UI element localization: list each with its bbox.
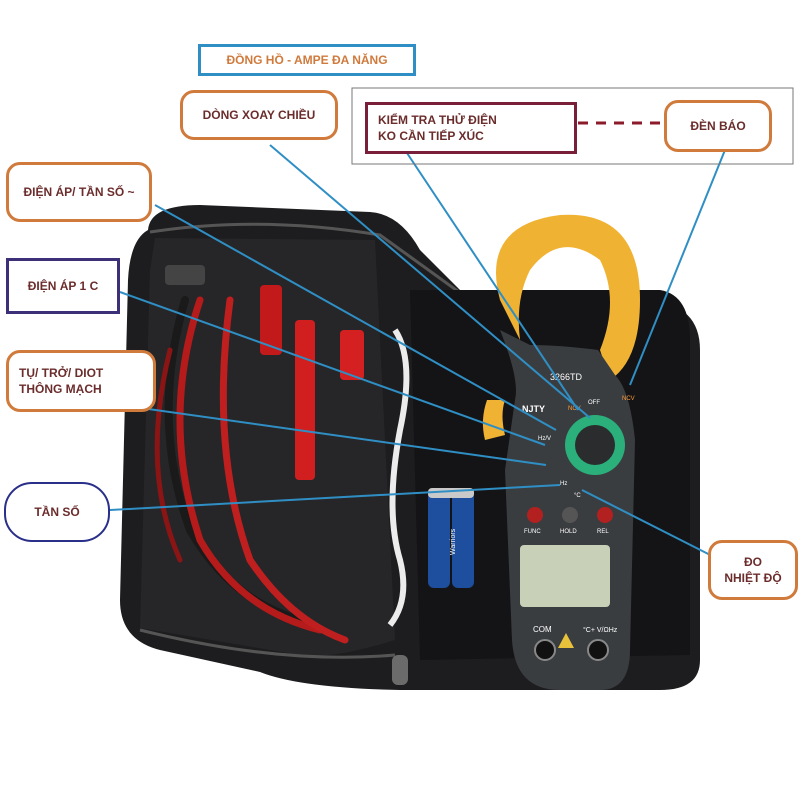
dial-mark-off: OFF — [588, 400, 600, 406]
callout-frequency: TẦN SỐ — [4, 482, 110, 542]
button-label-rel: REL — [597, 529, 609, 535]
callout-ac-current: DÒNG XOAY CHIỀU — [180, 90, 338, 140]
lcd-display — [520, 545, 610, 607]
port-label-vohm: °C+ V/ΩHz — [583, 626, 618, 634]
battery-1 — [428, 488, 450, 588]
dial-mark-ncv-led: NCV — [622, 396, 635, 402]
callout-capacitance: TỤ/ TRỞ/ DIOT THÔNG MẠCH — [6, 350, 156, 412]
indicator-label: ĐÈN BÁO — [690, 118, 746, 133]
callout-indicator: ĐÈN BÁO — [664, 100, 772, 152]
temperature-label-line2: NHIỆT ĐỘ — [724, 571, 782, 585]
thermocouple-wire — [387, 328, 410, 627]
button-label-func: FUNC — [524, 529, 541, 535]
callout-temperature: ĐO NHIỆT ĐỘ — [708, 540, 798, 600]
model-label: 3266TD — [550, 372, 583, 382]
banana-plug — [340, 330, 364, 380]
voltage-frequency-label: ĐIỆN ÁP/ TẦN SỐ ~ — [23, 184, 135, 199]
case-zipper — [139, 222, 471, 659]
capacitance-label-line2: THÔNG MẠCH — [19, 382, 102, 396]
button-label-hold: HOLD — [560, 529, 577, 535]
callout-voltage-frequency: ĐIỆN ÁP/ TẦN SỐ ~ — [6, 162, 152, 222]
capacitance-label-line1: TỤ/ TRỞ/ DIOT — [19, 365, 104, 380]
zipper-pull — [392, 655, 408, 685]
v-ohm-jack — [587, 639, 609, 661]
pointer-lines — [74, 144, 731, 566]
port-label-com: COM — [533, 625, 552, 634]
callout-ncv: KIỂM TRA THỬ ĐIỆN KO CẦN TIẾP XÚC — [365, 102, 577, 154]
probe-black-head — [165, 265, 205, 285]
dial-mark-hzv: Hz/V — [538, 436, 551, 442]
dial-mark-hz: Hz — [560, 481, 567, 487]
warning-icon — [558, 633, 574, 648]
hold-button — [562, 507, 578, 523]
temperature-label-line1: ĐO — [744, 554, 762, 569]
title-label: ĐỒNG HỒ - AMPE ĐA NĂNG — [226, 52, 388, 67]
com-jack — [534, 639, 556, 661]
callout-dc-voltage: ĐIỆN ÁP 1 C — [6, 258, 120, 314]
clamp-jaw — [496, 214, 640, 380]
battery-brand: Warriors — [450, 528, 457, 555]
test-leads — [154, 296, 349, 644]
ncv-group-frame — [351, 87, 794, 165]
ncv-label-line1: KIỂM TRA THỬ ĐIỆN — [378, 112, 497, 127]
frequency-label: TẦN SỐ — [34, 504, 80, 519]
probe-red-1 — [260, 285, 282, 355]
ac-current-label: DÒNG XOAY CHIỀU — [202, 107, 316, 122]
func-button — [527, 507, 543, 523]
ncv-label-line2: KO CẦN TIẾP XÚC — [378, 129, 484, 143]
rel-button — [597, 507, 613, 523]
brand-label: NJTY — [522, 404, 545, 414]
dc-voltage-label: ĐIỆN ÁP 1 C — [27, 278, 99, 293]
probe-red-2 — [295, 320, 315, 480]
dial-mark-temp: °C — [574, 493, 581, 499]
battery-2 — [452, 488, 474, 588]
title-callout: ĐỒNG HỒ - AMPE ĐA NĂNG — [198, 44, 416, 76]
dial-mark-ncv: NCV — [568, 406, 581, 412]
